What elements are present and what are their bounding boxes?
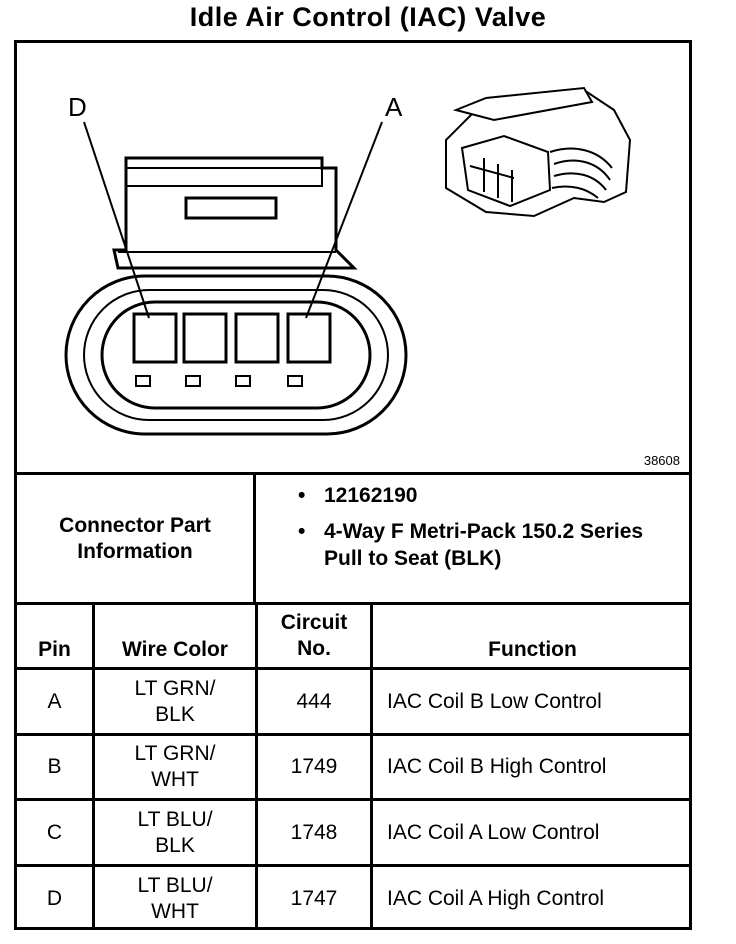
row-a-function: IAC Coil B Low Control: [387, 689, 602, 713]
row-b-function: IAC Coil B High Control: [387, 755, 607, 778]
header-row-border: [14, 667, 692, 670]
latch-window: [184, 196, 278, 220]
row-a-wire-color: LT GRN/ BLK: [134, 676, 216, 726]
row-c-function: IAC Coil A Low Control: [387, 820, 600, 844]
connector-inner-shell: [83, 289, 389, 421]
row-d-wire-color: LT BLU/ WHT: [137, 873, 213, 923]
column-divider: [92, 602, 95, 930]
column-divider: [370, 602, 373, 930]
leader-line-a: [305, 121, 383, 319]
pin-cavity-d: [132, 312, 178, 364]
row-a-circuit: 444: [296, 689, 332, 713]
row-border: [14, 798, 692, 801]
pin-label-d: D: [68, 92, 87, 122]
row-border: [14, 733, 692, 736]
connector-info-list: 12162190 4-Way F Metri-Pack 150.2 Series…: [298, 482, 678, 581]
row-c-pin: C: [46, 820, 63, 844]
pin-cavity-a: [286, 312, 332, 364]
header-pin: Pin: [38, 638, 71, 661]
connector-3d-view: [445, 86, 632, 218]
pin-cavity-c: [182, 312, 228, 364]
info-section-border: [14, 602, 692, 605]
column-divider: [255, 602, 258, 930]
leader-line-d: [83, 121, 150, 319]
row-d-circuit: 1747: [290, 886, 338, 910]
row-a-pin: A: [47, 689, 62, 713]
table-top-border: [14, 472, 692, 475]
row-d-pin: D: [46, 886, 63, 910]
info-divider: [253, 472, 256, 605]
header-function: Function: [488, 638, 577, 661]
part-number: 12162190: [298, 482, 678, 509]
row-border: [14, 864, 692, 867]
row-d-function: IAC Coil A High Control: [387, 886, 605, 910]
header-wire-color: Wire Color: [122, 638, 228, 661]
pin-cavity-b: [234, 312, 280, 364]
connector-illustration: D A 38608: [14, 40, 692, 474]
connector-cavity: [100, 300, 372, 410]
figure-number: 38608: [643, 453, 680, 468]
page-title: Idle Air Control (IAC) Valve: [189, 2, 547, 32]
header-circuit: Circuit No.: [280, 611, 348, 660]
row-b-wire-color: LT GRN/ WHT: [134, 742, 216, 791]
connector-description: 4-Way F Metri-Pack 150.2 Series Pull to …: [298, 518, 678, 572]
pin-label-a: A: [385, 92, 403, 122]
connector-drawing: D A: [64, 86, 632, 436]
connector-outer-shell: [64, 274, 408, 436]
connector-info-label: Connector Part Information: [59, 513, 211, 563]
row-c-wire-color: LT BLU/ BLK: [137, 807, 213, 857]
diagram-frame: [14, 40, 692, 930]
row-c-circuit: 1748: [290, 820, 338, 844]
row-b-pin: B: [47, 755, 62, 778]
row-b-circuit: 1749: [290, 755, 338, 778]
